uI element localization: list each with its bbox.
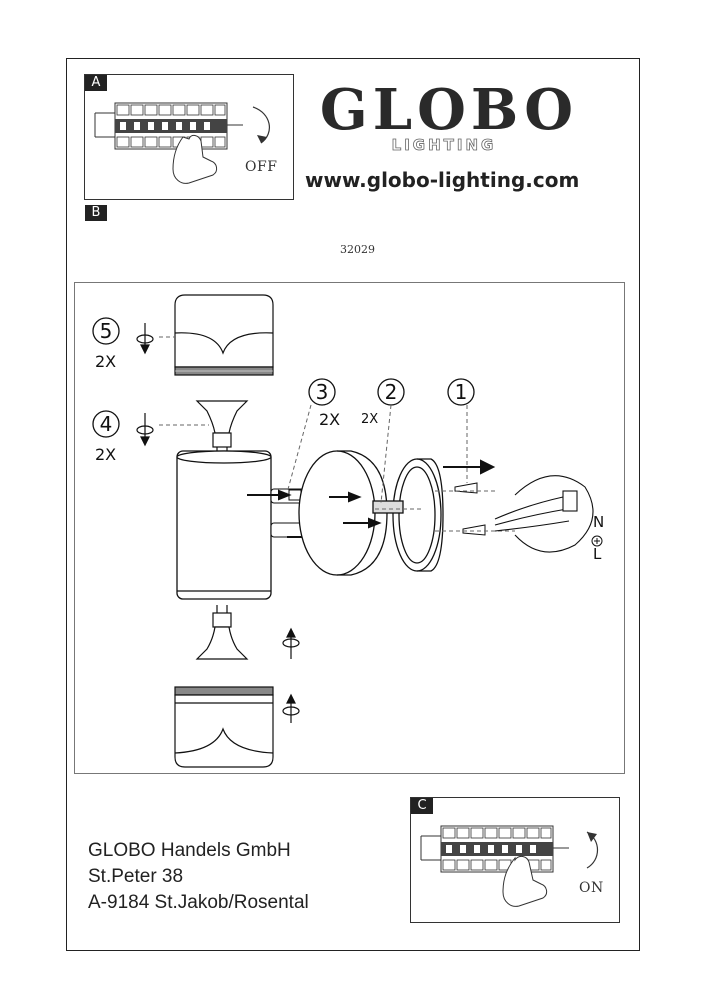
step-5-number: 5 xyxy=(100,319,113,343)
glass-cover-bottom xyxy=(174,686,274,768)
hand-icon xyxy=(172,134,218,184)
step-4-marker: 4 2X xyxy=(92,410,120,464)
step-2-qty: 2X xyxy=(361,412,378,427)
website-url[interactable]: www.globo-lighting.com xyxy=(305,168,580,192)
step-5-qty: 2X xyxy=(95,352,116,371)
company-name: GLOBO Handels GmbH xyxy=(88,840,291,861)
breaker-off-panel: A OFF B xyxy=(84,74,294,221)
step-5-marker: 5 2X xyxy=(92,317,120,371)
hand-icon xyxy=(502,855,548,907)
step-3-qty: 2X xyxy=(319,410,340,429)
lamp-body xyxy=(176,450,272,600)
breaker-switch-on-icon xyxy=(420,825,599,907)
breaker-switch-icon xyxy=(94,102,270,184)
panel-letter-c: C xyxy=(411,798,433,814)
wall-bracket xyxy=(372,458,444,572)
brand-sub: LIGHTING xyxy=(391,136,497,154)
wiring-detail xyxy=(494,475,594,553)
step-2-marker: 2 2X xyxy=(361,378,405,427)
step-4-qty: 2X xyxy=(95,445,116,464)
exploded-view: 5 2X 4 2X 3 2X 2 2X 1 xyxy=(92,294,604,768)
step-4-number: 4 xyxy=(100,412,113,436)
bulb-top xyxy=(195,400,249,455)
on-label: ON xyxy=(579,880,604,896)
step-1-marker: 1 xyxy=(447,378,475,406)
company-street: St.Peter 38 xyxy=(88,866,184,887)
panel-letter-b: B xyxy=(85,205,107,221)
step-1-number: 1 xyxy=(455,380,468,404)
company-address: GLOBO Handels GmbH St.Peter 38 A-9184 St… xyxy=(88,838,309,916)
model-number: 32029 xyxy=(340,243,375,256)
bulb-bottom xyxy=(195,605,249,660)
breaker-on-panel: C ON xyxy=(410,797,620,923)
wall-dowels xyxy=(454,482,486,536)
brand-logo: GLOBO xyxy=(319,77,579,143)
glass-cover-top xyxy=(174,294,274,376)
rotate-arrow-icon xyxy=(136,323,300,723)
page-frame xyxy=(66,58,640,951)
panel-letter-a: A xyxy=(85,75,107,91)
live-label: L xyxy=(593,545,602,563)
assembly-diagram: 5 2X 4 2X 3 2X 2 2X 1 xyxy=(74,282,625,774)
step-3-number: 3 xyxy=(316,380,329,404)
company-city: A-9184 St.Jakob/Rosental xyxy=(88,892,309,913)
neutral-label: N xyxy=(593,513,604,531)
step-2-number: 2 xyxy=(385,380,398,404)
step-3-marker: 3 2X xyxy=(308,378,340,429)
off-label: OFF xyxy=(245,159,278,175)
